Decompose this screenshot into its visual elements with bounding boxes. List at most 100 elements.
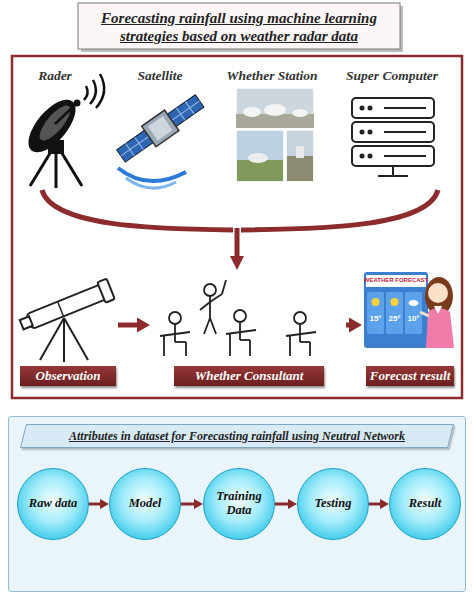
- supercomputer-icon: [360, 130, 365, 135]
- step-label: Whether Consultant: [174, 366, 324, 386]
- forecast-illustration: [420, 312, 429, 316]
- supercomputer-icon: [384, 155, 426, 157]
- title-box: Forecasting rainfall using machine learn…: [80, 4, 398, 49]
- telescope-icon: [18, 279, 115, 335]
- consultant-figures: [240, 339, 250, 341]
- consultant-figures: [169, 312, 181, 324]
- supercomputer-icon: [368, 154, 373, 159]
- weather-station-photos: [236, 130, 284, 182]
- diagram-title: Forecasting rainfall using machine learn…: [80, 9, 398, 45]
- circle-label: Result: [409, 497, 442, 511]
- flow-arrow: [346, 323, 352, 328]
- radar-dish: [55, 104, 76, 124]
- weather-station-photos: [248, 153, 268, 163]
- consultant-figures: [210, 318, 216, 334]
- satellite-image: [114, 91, 207, 167]
- forecast-illustration: [364, 272, 428, 348]
- forecast-illustration: [426, 308, 454, 348]
- supercomputer-icon: [368, 130, 373, 135]
- consultant-figures: [239, 322, 241, 340]
- step-label: Forecast result: [366, 366, 454, 386]
- dataset-panel: Attributes in dataset for Forecasting ra…: [8, 416, 466, 592]
- circle-label: Raw data: [29, 497, 77, 511]
- step-label: Observation: [20, 366, 116, 386]
- merge-arrows: [42, 190, 438, 258]
- radar-dish: [96, 74, 104, 108]
- forecast-illustration: [428, 283, 448, 303]
- forecast-illustration: [364, 272, 454, 348]
- radar-dish: [20, 92, 84, 160]
- consultant-figures: [200, 302, 210, 310]
- forecast-illustration: [425, 277, 453, 315]
- supercomputer-icon: [368, 106, 373, 111]
- forecast-illustration: [434, 306, 442, 314]
- consultant-figures: [300, 341, 310, 343]
- consultant-figures: [229, 333, 231, 356]
- satellite-image: [114, 91, 207, 188]
- telescope-icon: [97, 279, 115, 303]
- radar-dish: [30, 150, 52, 186]
- radar-dish: [84, 86, 88, 100]
- satellite-image: [142, 110, 179, 147]
- merge-arrows: [241, 190, 438, 230]
- consultant-figures: [163, 335, 165, 356]
- supercomputer-icon: [384, 131, 426, 133]
- radar-dish: [55, 150, 58, 188]
- supercomputer-icon: [360, 106, 365, 111]
- radar-dish: [74, 100, 81, 107]
- consultant-figures: [204, 284, 216, 296]
- radar-dish: [20, 74, 104, 188]
- supercomputer-icon: [392, 166, 394, 176]
- consultant-figures: [234, 310, 246, 322]
- telescope-icon: [58, 302, 64, 317]
- weather-station-photos: [237, 160, 283, 181]
- satellite-image: [172, 101, 200, 121]
- consultant-figures: [174, 324, 176, 342]
- supercomputer-icon: [384, 107, 426, 109]
- consultant-figures: [160, 280, 316, 356]
- satellite-image: [121, 136, 149, 156]
- consultant-figures: [294, 312, 306, 324]
- forecast-text: WEATHER FORECAST: [364, 277, 429, 283]
- process-circle: Model: [109, 468, 181, 540]
- weather-station-photos: [292, 109, 308, 117]
- circle-label: Testing: [314, 497, 351, 511]
- consultant-figures: [289, 335, 291, 356]
- weather-station-photos: [264, 104, 286, 116]
- picture-step: Whether Consultant: [150, 278, 346, 386]
- satellite-image: [126, 178, 176, 188]
- consultant-figures: [204, 318, 210, 334]
- supercomputer-icon: [352, 122, 434, 142]
- radar-dish: [60, 150, 82, 186]
- process-circle: Testing: [297, 468, 369, 540]
- telescope-icon: [64, 318, 88, 360]
- consultant-figures: [210, 294, 222, 302]
- source-label: Whether Station: [226, 68, 317, 84]
- circle-label: Model: [129, 497, 162, 511]
- title-box: [78, 3, 400, 49]
- process-circle: Result: [389, 468, 461, 540]
- consultant-figures: [175, 341, 186, 343]
- consultant-figures: [222, 280, 226, 294]
- weather-station-photos: [243, 107, 261, 117]
- merge-arrows: [235, 228, 240, 258]
- picture-step: Observation: [18, 278, 118, 386]
- consultant-figures: [185, 342, 187, 356]
- merge-arrows: [42, 190, 233, 230]
- consultant-figures: [309, 342, 311, 356]
- supercomputer-icon: [360, 154, 365, 159]
- radar-dish: [90, 80, 96, 104]
- weather-station-photos: [287, 156, 313, 181]
- forecast-text: 25°: [388, 314, 400, 323]
- supercomputer-icon: [352, 146, 434, 166]
- forecast-illustration: [372, 298, 380, 306]
- telescope-icon: [20, 316, 33, 329]
- weather-station-photos: [296, 146, 304, 158]
- circle-label: Training Data: [210, 490, 268, 518]
- source-frame: [12, 56, 462, 398]
- forecast-illustration: [386, 292, 403, 334]
- flow-arrow: [118, 323, 140, 328]
- forecast-illustration: [405, 292, 422, 334]
- forecast-illustration: [409, 300, 419, 306]
- panel-heading: Attributes in dataset for Forecasting ra…: [69, 429, 405, 444]
